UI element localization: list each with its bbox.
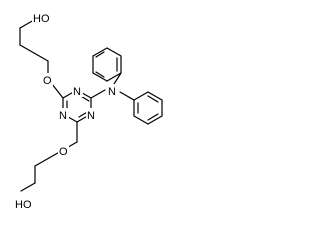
ether-bonds (33, 52, 78, 151)
upper-phenyl-ring (92, 47, 122, 82)
structure-diagram: HO O N N N N O HO (14, 11, 163, 211)
hydroxyl-bottom-label: HO (15, 199, 32, 211)
ether-oxygen-top-label: O (43, 75, 52, 87)
ring-nitrogen-right-label: N (87, 110, 95, 122)
right-phenyl-ring (133, 91, 163, 125)
diphenylamine-bonds (90, 72, 135, 101)
ether-oxygen-bottom-label: O (59, 146, 68, 158)
top-hydroxyethoxy-chain (19, 19, 35, 54)
ring-nitrogen-left-label: N (59, 110, 67, 122)
amine-nitrogen-label: N (108, 86, 116, 98)
molecule-drawing: HO O N N N N O HO (14, 11, 163, 211)
bottom-hydroxyethoxy-chain (20, 149, 64, 192)
ring-nitrogen-top-label: N (73, 86, 81, 98)
atom-labels: HO O N N N N O HO (14, 11, 118, 211)
hydroxyl-top-label: HO (33, 13, 50, 25)
